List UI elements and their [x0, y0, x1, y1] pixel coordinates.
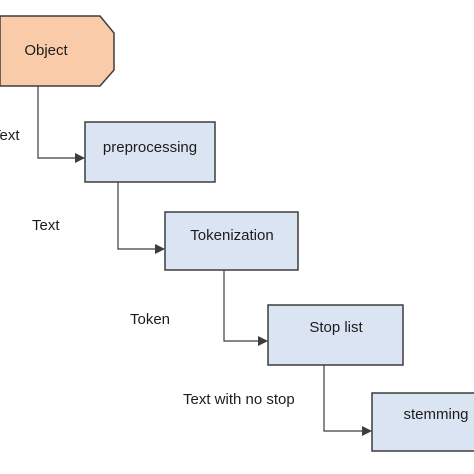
connector-stop-list-stemming [323, 365, 372, 436]
edge-label-4: Text with no stop [183, 391, 295, 408]
node-stop-list: Stop list [267, 304, 404, 366]
edge-label-3: Token [130, 311, 170, 328]
node-stemming: stemming [371, 392, 474, 452]
node-stemming-shape [371, 392, 474, 452]
node-preprocessing: preprocessing [84, 121, 216, 183]
edge-label-1: Text [0, 127, 20, 144]
node-tokenization-shape [164, 211, 299, 271]
node-stop-list-label: Stop list [309, 319, 363, 336]
node-tokenization-label: Tokenization [190, 227, 273, 244]
node-preprocessing-label: preprocessing [103, 139, 197, 156]
node-preprocessing-shape [84, 121, 216, 183]
connector-object-preprocessing [37, 86, 85, 163]
node-stemming-label: stemming [403, 406, 468, 423]
node-object-label: Object [24, 42, 68, 59]
node-tokenization: Tokenization [164, 211, 299, 271]
connector-tokenization-stop-list [223, 270, 268, 346]
node-stop-list-shape [267, 304, 404, 366]
edge-label-2: Text [32, 217, 60, 234]
node-object: Object [0, 15, 115, 87]
connector-preprocessing-tokenization [117, 182, 165, 254]
node-object-shape [0, 15, 115, 87]
